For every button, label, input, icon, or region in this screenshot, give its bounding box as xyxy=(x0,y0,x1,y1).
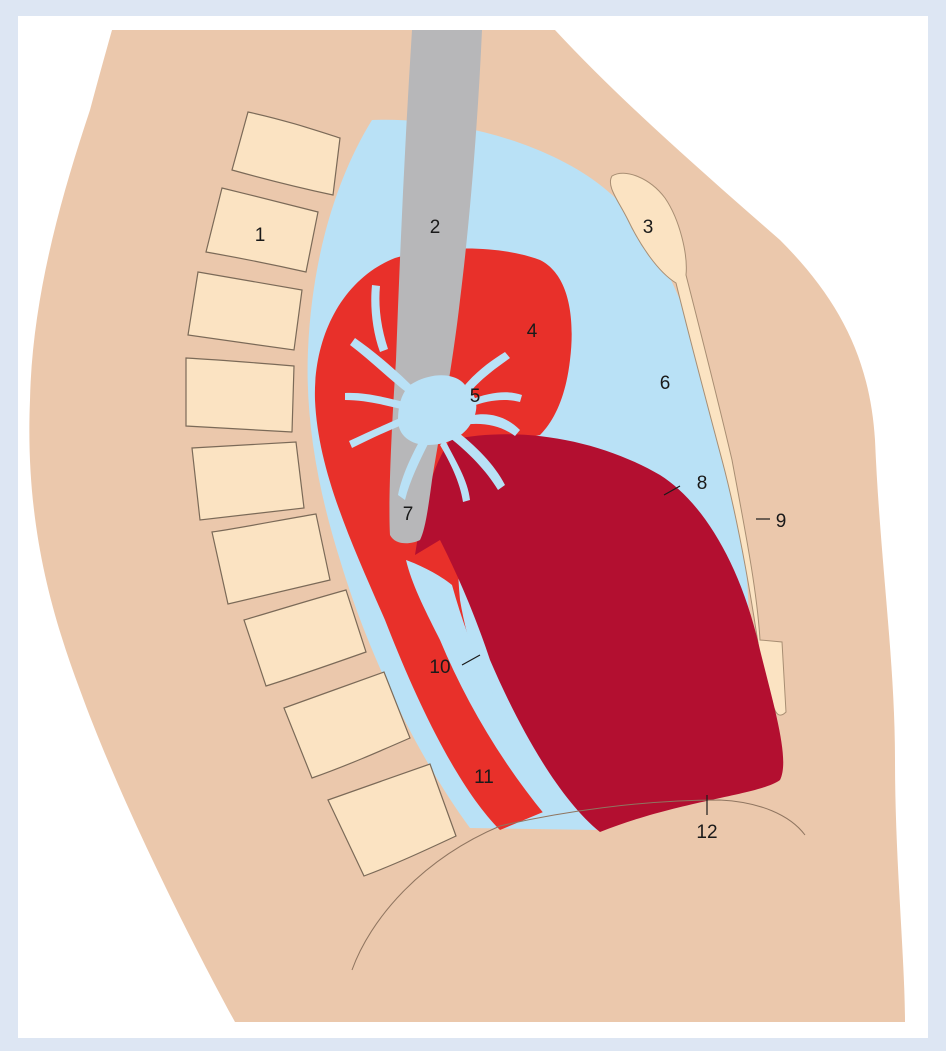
label-1: 1 xyxy=(255,225,266,246)
label-7: 7 xyxy=(403,504,414,525)
label-10: 10 xyxy=(429,657,450,678)
vertebra xyxy=(192,442,304,520)
vertebra xyxy=(186,358,294,432)
label-4: 4 xyxy=(527,321,538,342)
label-5: 5 xyxy=(470,386,481,407)
label-2: 2 xyxy=(430,217,441,238)
label-6: 6 xyxy=(660,373,671,394)
label-9: 9 xyxy=(776,511,787,532)
label-12: 12 xyxy=(696,822,717,843)
label-3: 3 xyxy=(643,217,654,238)
label-11: 11 xyxy=(474,767,494,788)
label-8: 8 xyxy=(697,473,708,494)
